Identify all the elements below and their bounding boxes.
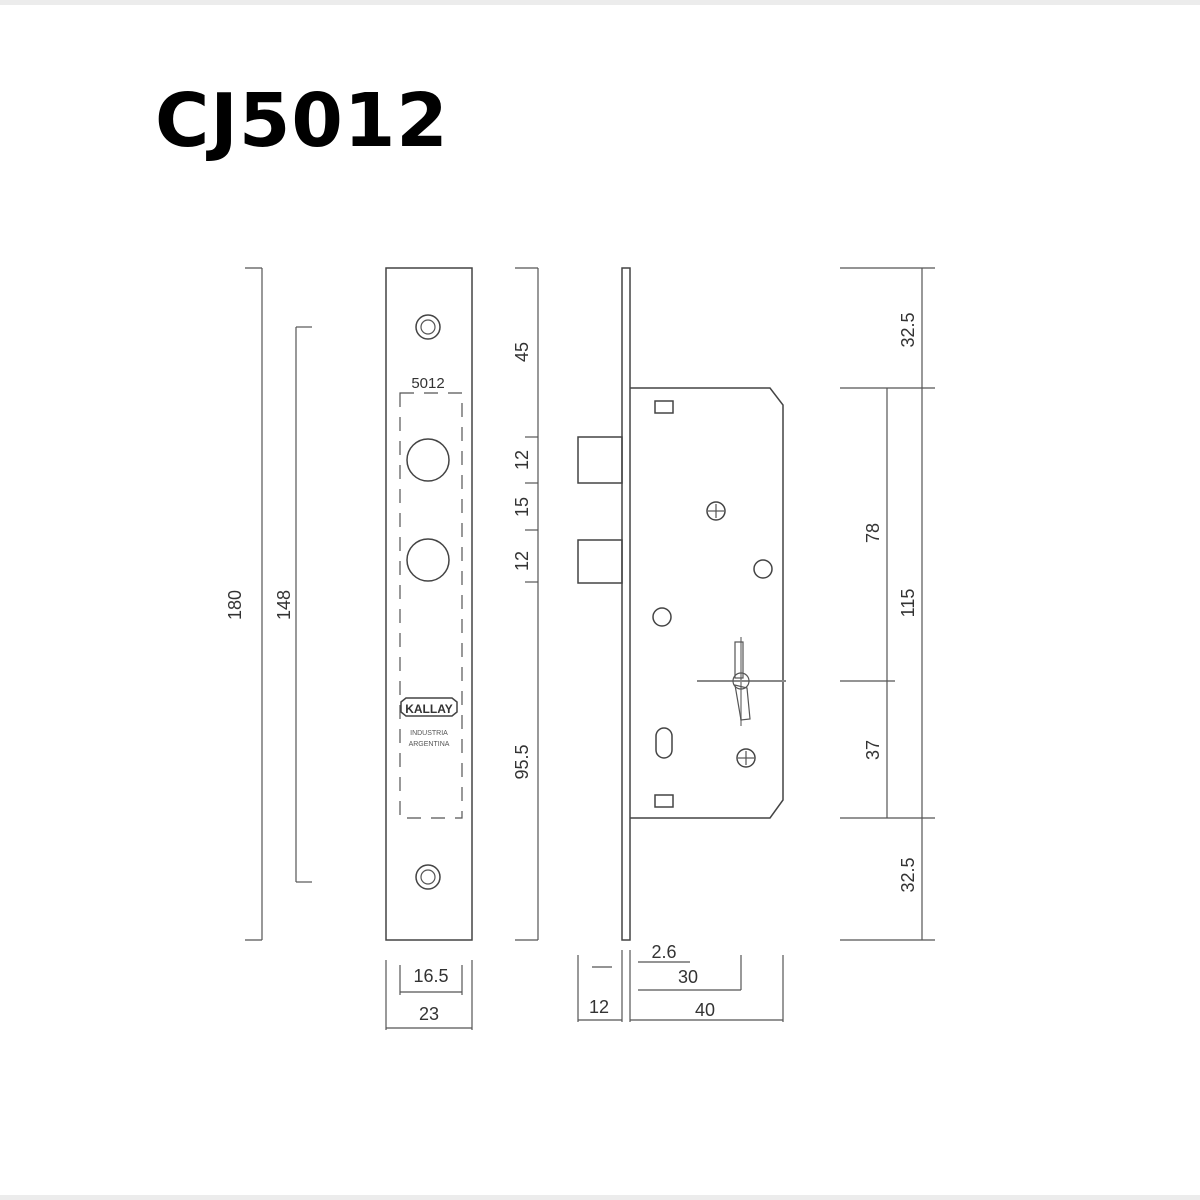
case-outline-dashed bbox=[399, 392, 463, 819]
product-title: CJ5012 bbox=[155, 78, 449, 164]
svg-text:30: 30 bbox=[678, 967, 698, 987]
svg-text:78: 78 bbox=[863, 523, 883, 543]
lock-case bbox=[630, 387, 784, 819]
case-depth-dimensions: 2.6 30 40 12 bbox=[577, 942, 784, 1022]
kallay-logo: KALLAY INDUSTRIA ARGENTINA bbox=[400, 697, 458, 748]
svg-text:180: 180 bbox=[225, 590, 245, 620]
screw-hole-top bbox=[415, 314, 441, 340]
svg-text:12: 12 bbox=[589, 997, 609, 1017]
cylinder-cam bbox=[697, 637, 786, 726]
latch-bolt bbox=[577, 436, 623, 484]
faceplate-side bbox=[621, 267, 631, 941]
screw-hole-bottom bbox=[415, 864, 441, 890]
svg-text:16.5: 16.5 bbox=[413, 966, 448, 986]
svg-text:115: 115 bbox=[898, 589, 918, 618]
svg-text:40: 40 bbox=[695, 1000, 715, 1020]
svg-text:45: 45 bbox=[512, 342, 532, 362]
svg-text:2.6: 2.6 bbox=[651, 942, 676, 962]
dead-bolt bbox=[577, 539, 623, 584]
faceplate-front-view: 5012 KALLAY INDUSTRIA ARGENTINA bbox=[385, 267, 473, 941]
faceplate-vertical-dimensions: 45 12 15 12 95.5 bbox=[512, 267, 539, 941]
model-mark: 5012 bbox=[411, 375, 444, 392]
bottom-border bbox=[0, 1195, 1200, 1200]
logo-line-2: ARGENTINA bbox=[409, 741, 450, 748]
svg-text:95.5: 95.5 bbox=[512, 744, 532, 779]
dimension-148: 148 bbox=[274, 326, 312, 883]
bolt-opening bbox=[406, 538, 450, 582]
top-border bbox=[0, 0, 1200, 5]
svg-text:12: 12 bbox=[512, 551, 532, 571]
logo-text: KALLAY bbox=[405, 702, 453, 716]
svg-text:148: 148 bbox=[274, 590, 294, 620]
lock-side-view bbox=[577, 267, 786, 941]
svg-text:37: 37 bbox=[863, 740, 883, 760]
svg-text:23: 23 bbox=[419, 1004, 439, 1024]
screw-icon bbox=[706, 501, 726, 521]
dimension-180: 180 bbox=[225, 267, 263, 941]
screw-icon bbox=[736, 748, 756, 768]
svg-text:12: 12 bbox=[512, 450, 532, 470]
svg-text:32.5: 32.5 bbox=[898, 312, 918, 347]
svg-text:15: 15 bbox=[512, 497, 532, 517]
logo-line-1: INDUSTRIA bbox=[410, 730, 448, 737]
latch-opening bbox=[406, 438, 450, 482]
svg-text:32.5: 32.5 bbox=[898, 857, 918, 892]
faceplate-width-dimensions: 16.5 23 bbox=[385, 960, 473, 1030]
case-vertical-dimensions: 32.5 115 32.5 78 37 bbox=[840, 267, 935, 941]
